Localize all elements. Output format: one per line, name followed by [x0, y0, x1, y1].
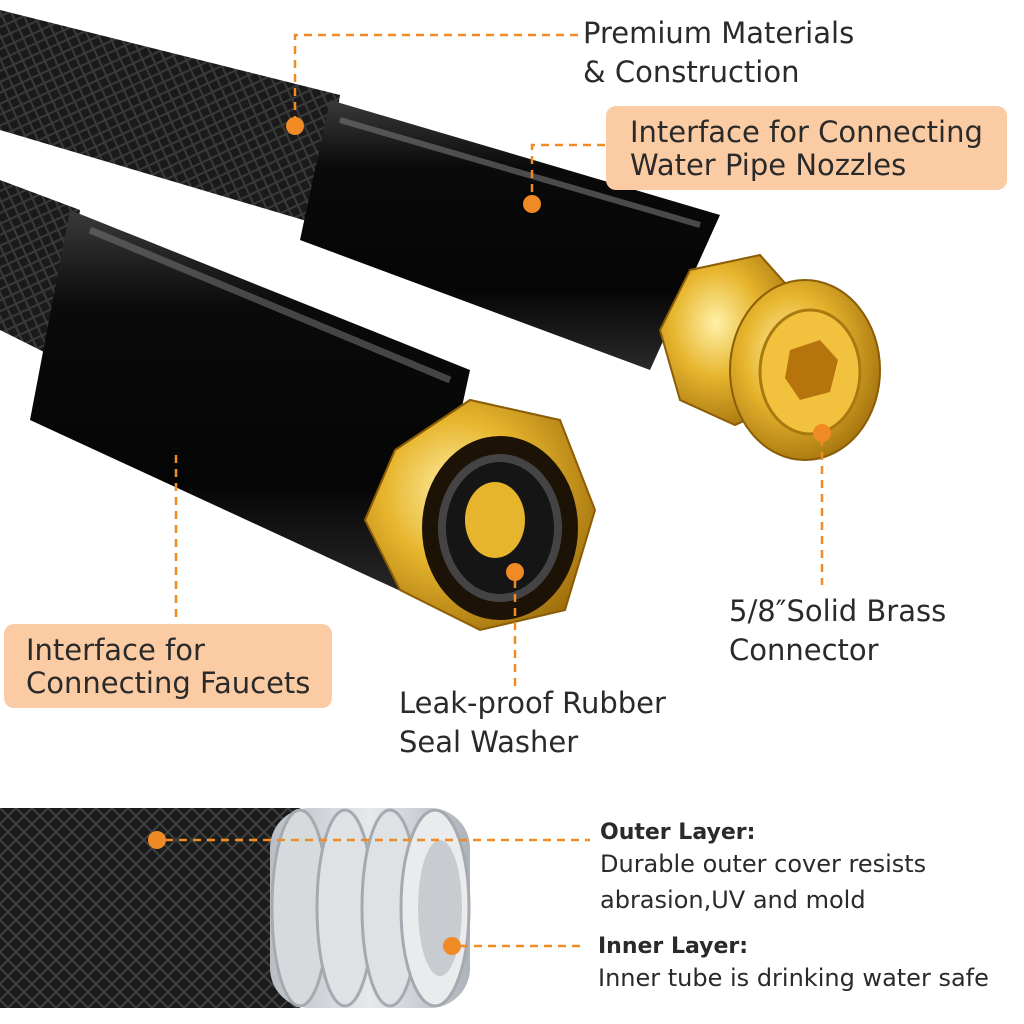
male-brass-connector [658, 253, 881, 461]
callout-nozzle-line2: Water Pipe Nozzles [630, 148, 907, 182]
inner-layer-title: Inner Layer: [598, 934, 749, 959]
outer-layer-description: Durable outer cover resists abrasion,UV … [600, 846, 926, 918]
callout-brass-line1: 5/8″Solid Brass [729, 594, 947, 628]
callout-washer-line1: Leak-proof Rubber [399, 686, 666, 720]
outer-layer-line2: abrasion,UV and mold [600, 886, 866, 914]
lower-hose [0, 180, 470, 600]
callout-faucet-interface: Interface for Connecting Faucets [4, 624, 333, 708]
upper-hose [0, 10, 720, 370]
outer-layer-line1: Durable outer cover resists [600, 850, 927, 878]
hose-cross-section [0, 808, 471, 1008]
inner-layer-description: Inner tube is drinking water safe [598, 960, 989, 996]
inner-layer-line1: Inner tube is drinking water safe [598, 964, 989, 992]
callout-leaders [165, 33, 824, 948]
callout-premium-line1: Premium Materials [583, 16, 855, 50]
callout-dots [286, 117, 541, 213]
callout-premium-materials: Premium Materials & Construction [583, 14, 854, 92]
callout-brass-line2: Connector [729, 633, 879, 667]
callout-washer-line2: Seal Washer [399, 725, 579, 759]
callout-nozzle-line1: Interface for Connecting [630, 115, 983, 149]
female-brass-connector [363, 398, 597, 632]
callout-faucet-line1: Interface for [26, 633, 205, 667]
callout-brass-connector: 5/8″Solid Brass Connector [729, 592, 946, 670]
outer-layer-title: Outer Layer: [600, 820, 756, 845]
callout-seal-washer: Leak-proof Rubber Seal Washer [399, 684, 666, 762]
callout-faucet-line2: Connecting Faucets [26, 666, 311, 700]
callout-premium-line2: & Construction [583, 55, 800, 89]
callout-nozzle-interface: Interface for Connecting Water Pipe Nozz… [606, 106, 1007, 190]
